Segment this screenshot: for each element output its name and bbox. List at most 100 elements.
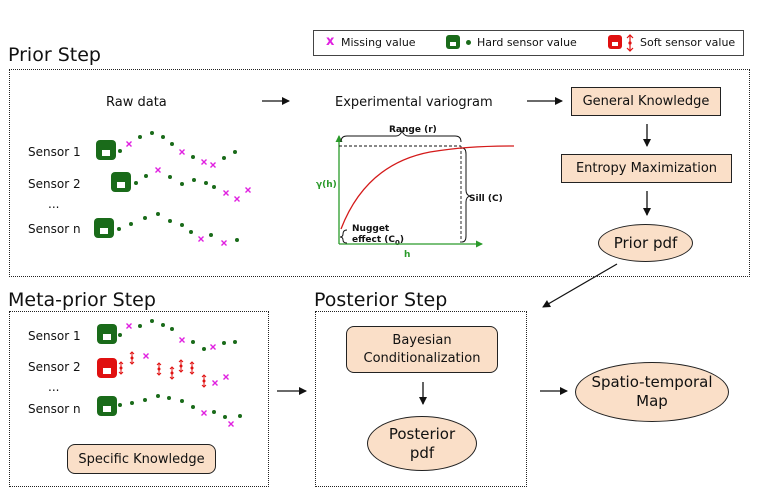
meta-sensor-n-point-1 [130, 401, 134, 405]
meta-sensor-2-point-1-soft-bottom [129, 361, 135, 365]
prior-sensor-2-icon-window [117, 182, 125, 188]
meta-sensor-1-icon-window [103, 334, 111, 340]
bayesian-line2: Conditionalization [363, 350, 481, 366]
prior-sensor-1-point-11 [233, 150, 237, 154]
meta-sensor-n-point-0 [118, 403, 122, 407]
nugget-label-line1: Nugget [352, 224, 390, 234]
prior-sensor-n-point-5 [180, 223, 184, 227]
prior-step-title: Prior Step [8, 44, 101, 66]
map-line2: Map [636, 392, 668, 410]
prior-sensor-n-point-8 [209, 233, 213, 237]
prior-sensor-1-point-0 [118, 149, 122, 153]
soft-sensor-legend-icon [608, 35, 622, 49]
h-axis-label: h [404, 250, 411, 260]
prior-sensor-2-point-4 [180, 182, 184, 186]
meta-sensor-n-point-2 [143, 398, 147, 402]
posterior-pdf-line2: pdf [409, 443, 435, 462]
meta-sensor-n-point-8 [212, 410, 216, 414]
meta-sensor-2-point-6-soft-center [190, 366, 194, 370]
meta-sensor-2-point-0-soft-bottom [118, 371, 124, 375]
meta-sensor-n-label: Sensor n [28, 402, 81, 416]
prior-sensor-n-point-7-missing [198, 236, 204, 242]
meta-sensor-2-point-9-missing [223, 374, 229, 380]
raw-data-label: Raw data [106, 95, 167, 110]
prior-step-box [9, 69, 750, 277]
variogram-label: Experimental variogram [335, 95, 493, 110]
bayesian-conditionalization-box: Bayesian Conditionalization [346, 326, 498, 373]
sill-label: Sill (C) [469, 194, 503, 204]
variogram-curve [340, 145, 515, 230]
meta-sensor-n-icon-window [103, 406, 111, 412]
prior-sensor-n-point-10 [235, 238, 239, 242]
meta-sensor-2-point-8-missing [212, 380, 218, 386]
arrow-prior-to-posterior [542, 263, 618, 308]
prior-sensor-1-point-4 [161, 135, 165, 139]
prior-sensor-1-point-6-missing [179, 149, 185, 155]
meta-sensor-2-point-4-soft-bottom [169, 376, 175, 380]
meta-sensor-n-point-7-missing [201, 410, 207, 416]
spatio-temporal-map-ellipse: Spatio-temporal Map [575, 362, 729, 422]
meta-sensor-1-point-5 [170, 327, 174, 331]
meta-sensor-2-point-4-soft-top [169, 366, 175, 370]
prior-sensor-2-point-9-missing [234, 196, 240, 202]
meta-sensor-1-point-1-missing [126, 323, 132, 329]
prior-sensor-1-point-3 [150, 131, 154, 135]
meta-sensor-n-point-3 [156, 394, 160, 398]
specific-knowledge-box: Specific Knowledge [67, 444, 216, 474]
meta-sensor-2-point-7-soft-top [201, 374, 207, 378]
meta-sensor-n-point-10-missing [228, 421, 234, 427]
meta-sensor-1-point-0 [118, 333, 122, 337]
prior-sensor-1-icon-window [102, 150, 110, 156]
prior-sensor-n-point-0 [117, 227, 121, 231]
meta-sensor-2-point-5-soft-center [179, 364, 183, 368]
meta-sensor-2-point-5-soft-top [178, 359, 184, 363]
prior-sensor-n-icon-window [100, 228, 108, 234]
nugget-label-line2: effect (C0) [352, 235, 404, 247]
meta-sensor-2-point-1-soft-center [130, 356, 134, 360]
prior-sensor-2-point-3 [168, 175, 172, 179]
general-knowledge-box: General Knowledge [571, 87, 721, 116]
prior-sensor-1-point-9-missing [210, 162, 216, 168]
posterior-step-title: Posterior Step [314, 289, 448, 311]
meta-sensor-2-point-3-soft-center [157, 367, 161, 371]
prior-sensor-2-label: Sensor 2 [28, 177, 81, 191]
meta-sensor-1-point-3 [150, 319, 154, 323]
prior-sensor-2-point-2-missing [155, 167, 161, 173]
meta-sensor-1-point-4 [161, 323, 165, 327]
range-brace [340, 129, 462, 143]
prior-sensor-1-point-1-missing [126, 141, 132, 147]
meta-sensor-2-point-0-soft-top [118, 361, 124, 365]
nugget-brace [339, 229, 348, 244]
meta-sensor-1-point-6-missing [179, 337, 185, 343]
missing-legend-icon: x [326, 34, 335, 49]
posterior-pdf-ellipse: Posterior pdf [367, 416, 477, 471]
meta-sensor-n-point-6 [191, 405, 195, 409]
meta-sensor-dots-label: ... [48, 380, 60, 394]
meta-sensor-2-point-6-soft-bottom [189, 371, 195, 375]
prior-sensor-1-label: Sensor 1 [28, 145, 81, 159]
prior-sensor-1-point-2 [138, 135, 142, 139]
meta-prior-step-title: Meta-prior Step [8, 289, 156, 311]
map-line1: Spatio-temporal [591, 373, 713, 391]
range-label: Range (r) [389, 125, 437, 135]
prior-sensor-1-point-7 [191, 155, 195, 159]
prior-sensor-n-point-3 [156, 212, 160, 216]
prior-sensor-2-point-1 [144, 174, 148, 178]
prior-sensor-n-point-6 [189, 230, 193, 234]
meta-sensor-1-point-7 [191, 340, 195, 344]
bayesian-line1: Bayesian [392, 332, 452, 348]
prior-sensor-2-point-10-missing [245, 187, 251, 193]
meta-sensor-2-point-7-soft-center [202, 379, 206, 383]
meta-sensor-n-point-4 [167, 396, 171, 400]
soft-legend-label: Soft sensor value [640, 36, 736, 49]
prior-sensor-2-point-6 [204, 181, 208, 185]
missing-legend-label: Missing value [341, 36, 416, 49]
hard-dot-legend-icon [466, 40, 471, 45]
prior-sensor-n-point-2 [143, 216, 147, 220]
meta-sensor-2-point-3-soft-top [156, 362, 162, 366]
meta-sensor-1-point-2 [138, 324, 142, 328]
prior-sensor-2-point-7 [212, 185, 216, 189]
prior-sensor-n-label: Sensor n [28, 222, 81, 236]
prior-pdf-ellipse: Prior pdf [598, 224, 693, 262]
